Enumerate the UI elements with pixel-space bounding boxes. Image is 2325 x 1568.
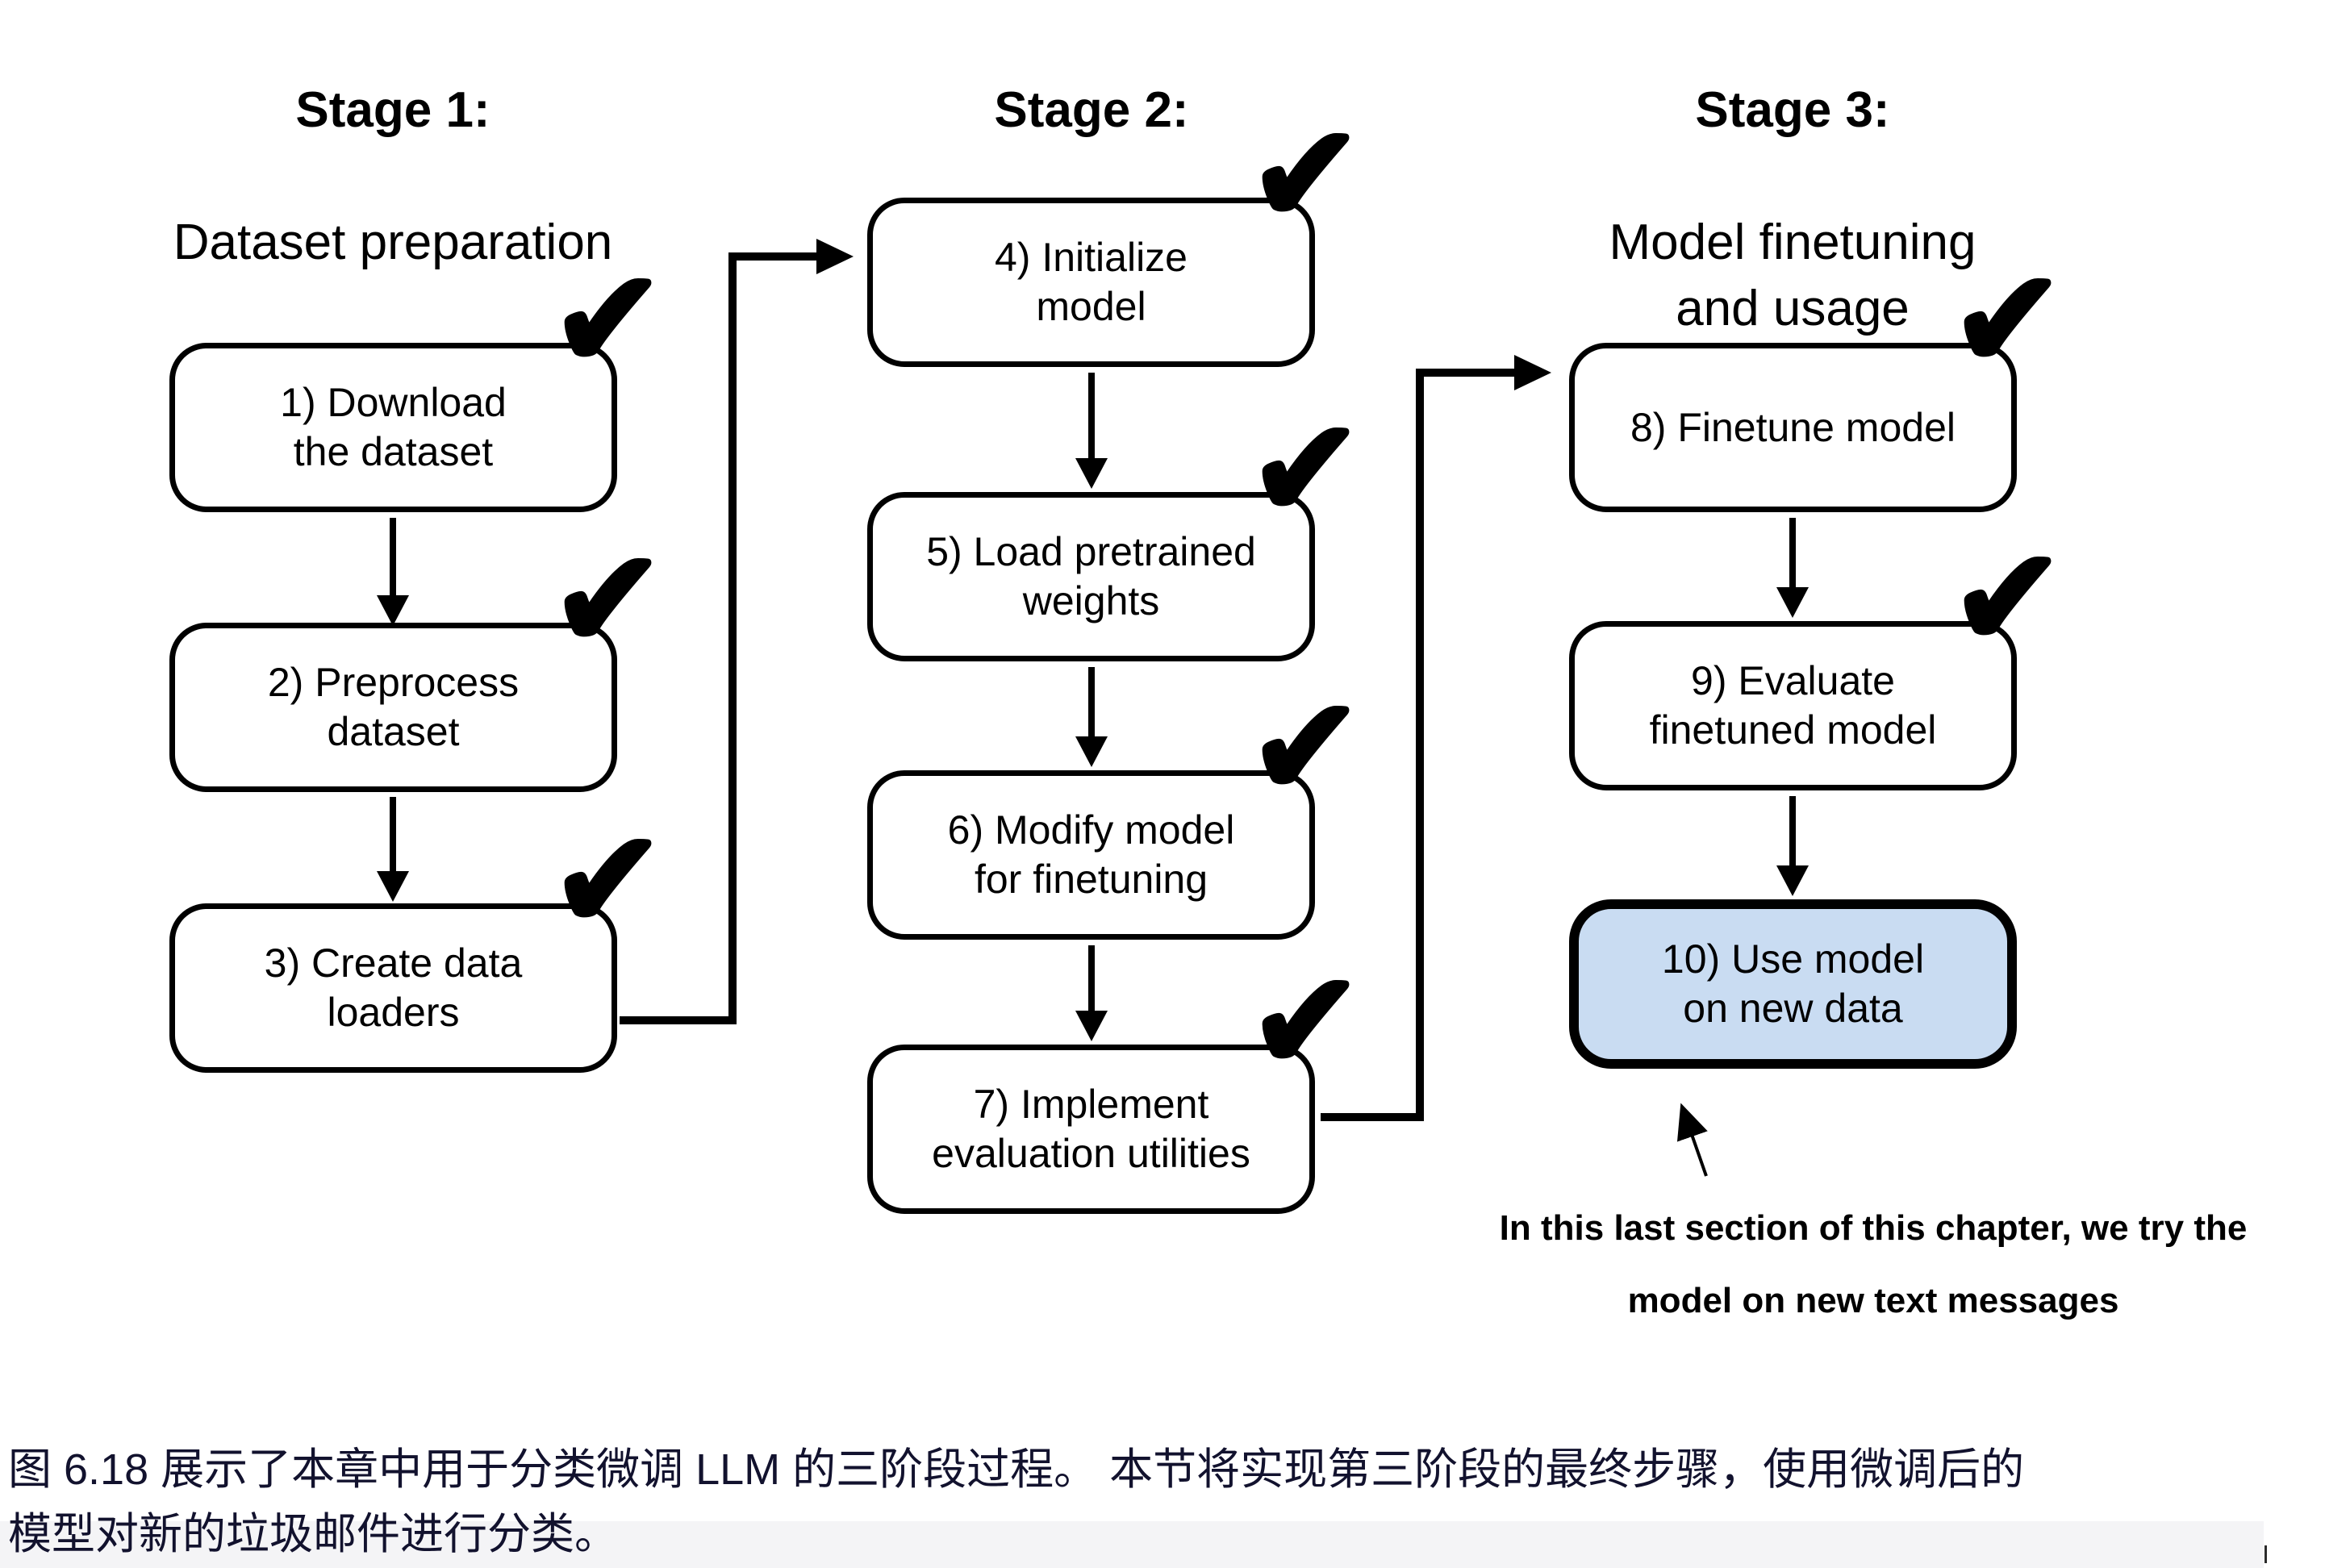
step-label: 2) Preprocess dataset <box>267 660 520 754</box>
arrow-step6-step7 <box>1075 945 1108 1041</box>
step-box-6-modify-model-for-finetuning: ✔ 6) Modify model for finetuning <box>867 677 1365 940</box>
check-icon: ✔ <box>549 801 667 959</box>
check-icon: ✔ <box>1246 942 1365 1100</box>
step-box-8-finetune-model: ✔ 8) Finetune model <box>1569 249 2067 512</box>
figure-caption: 图 6.18 展示了本章中用于分类微调 LLM 的三阶段过程。 本节将实现第三阶… <box>8 1445 2025 1558</box>
stage-3-header: Stage 3: Model finetuning and usage <box>1430 11 2156 408</box>
annotation-text: In this last section of this chapter, we… <box>1499 1208 2248 1320</box>
stage-2-title: Stage 2: <box>994 82 1189 138</box>
annotation-arrow <box>1676 1103 1708 1177</box>
stage-1-subtitle: Dataset preparation <box>173 215 613 270</box>
step-box-10-use-model-on-new-data: 10) Use model on new data <box>1569 899 2017 1069</box>
step-box-7-implement-evaluation-utilities: ✔ 7) Implement evaluation utilities <box>867 951 1365 1214</box>
step-label: 1) Download the dataset <box>280 380 507 474</box>
stage-3-subtitle: Model finetuning and usage <box>1609 215 1976 336</box>
step-box-5-load-pretrained-weights: ✔ 5) Load pretrained weights <box>867 398 1365 661</box>
step-label: 8) Finetune model <box>1630 404 1956 450</box>
connector-step3-step4 <box>620 252 818 1024</box>
connector-step7-step8 <box>1321 369 1516 1121</box>
arrow-step5-step6 <box>1075 667 1108 767</box>
step-box-1-download-dataset: ✔ 1) Download the dataset <box>169 249 667 512</box>
step-label: 3) Create data loaders <box>264 940 523 1035</box>
arrow-step8-step9 <box>1776 518 1809 618</box>
check-icon: ✔ <box>1246 390 1365 548</box>
arrow-step1-step2 <box>377 518 409 626</box>
arrow-step9-step10 <box>1776 796 1809 896</box>
step-box-3-create-data-loaders: ✔ 3) Create data loaders <box>169 810 667 1073</box>
stage-1-title: Stage 1: <box>295 82 490 138</box>
step-label: 6) Modify model for finetuning <box>947 807 1235 902</box>
step-label: 5) Load pretrained weights <box>926 529 1256 623</box>
step-box-2-preprocess-dataset: ✔ 2) Preprocess dataset <box>169 529 667 792</box>
arrow-step4-step5 <box>1075 373 1108 489</box>
step-label: 10) Use model on new data <box>1661 936 1925 1031</box>
step-box-9-evaluate-finetuned-model: ✔ 9) Evaluate finetuned model <box>1569 528 2067 790</box>
bottom-band <box>0 1521 2264 1568</box>
check-icon: ✔ <box>1246 668 1365 826</box>
arrow-step2-step3 <box>377 797 409 902</box>
check-icon: ✔ <box>1948 519 2067 677</box>
stage-1-header: Stage 1: Dataset preparation <box>30 11 756 342</box>
step-box-4-initialize-model: ✔ 4) Initialize model <box>867 104 1365 367</box>
stage-3-title: Stage 3: <box>1695 82 1890 138</box>
step-label: 9) Evaluate finetuned model <box>1649 658 1937 753</box>
step-label: 7) Implement evaluation utilities <box>932 1082 1250 1176</box>
step-label: 4) Initialize model <box>995 235 1188 329</box>
check-icon: ✔ <box>549 520 667 678</box>
text-cursor <box>2264 1545 2267 1563</box>
